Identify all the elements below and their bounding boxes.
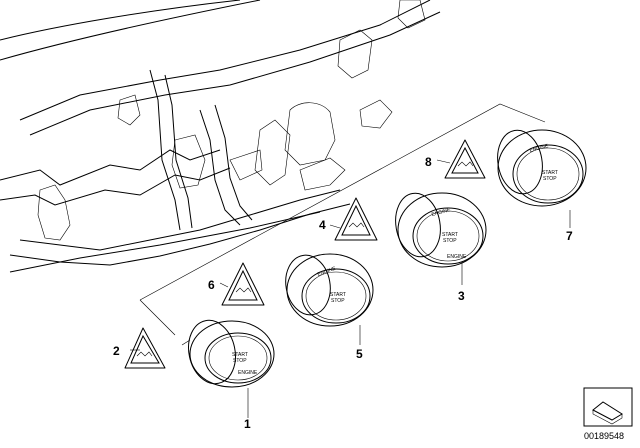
callout-8: 8 <box>425 155 432 169</box>
start-stop-button-5: ENGINE START STOP <box>285 253 374 327</box>
button-3-engine-label: ENGINE <box>431 207 452 218</box>
button-7-engine-label: ENGINE <box>529 143 550 154</box>
button-1-stop-label: STOP <box>233 358 247 364</box>
button-5-stop-label: STOP <box>331 298 345 304</box>
hazard-triangle-6 <box>221 262 265 306</box>
guide-lines <box>139 103 546 336</box>
hazard-triangle-4 <box>334 197 378 241</box>
button-1-start-label: START <box>232 352 248 358</box>
callout-2: 2 <box>113 344 120 358</box>
hazard-triangle-8 <box>444 139 486 179</box>
part-number-box: 00189548 <box>583 387 633 441</box>
button-1-engine-label: ENGINE <box>238 370 258 376</box>
start-stop-button-3: ENGINE START STOP ENGINE <box>395 192 487 268</box>
button-3-stop-label: STOP <box>443 238 457 244</box>
callout-5: 5 <box>356 347 363 361</box>
callout-6: 6 <box>208 278 215 292</box>
hazard-triangle-2 <box>124 327 166 369</box>
callouts: 1 2 3 4 5 6 7 8 <box>113 155 573 431</box>
callout-1: 1 <box>244 417 251 431</box>
dashboard-assembly <box>0 0 441 273</box>
callout-4: 4 <box>319 218 326 232</box>
part-number: 00189548 <box>584 431 624 441</box>
leader-lines <box>130 159 571 418</box>
button-5-engine-label: ENGINE <box>317 265 338 277</box>
start-stop-button-1: START STOP ENGINE <box>181 319 275 388</box>
callout-7: 7 <box>566 229 573 243</box>
button-7-start-label: START <box>542 170 558 176</box>
callout-3: 3 <box>458 289 465 303</box>
start-stop-button-7: ENGINE START STOP <box>497 129 587 207</box>
folder-icon <box>592 401 623 421</box>
button-3-engine-bottom-label: ENGINE <box>447 254 467 260</box>
button-7-stop-label: STOP <box>543 176 557 182</box>
button-3-start-label: START <box>442 232 458 238</box>
button-5-start-label: START <box>330 292 346 298</box>
